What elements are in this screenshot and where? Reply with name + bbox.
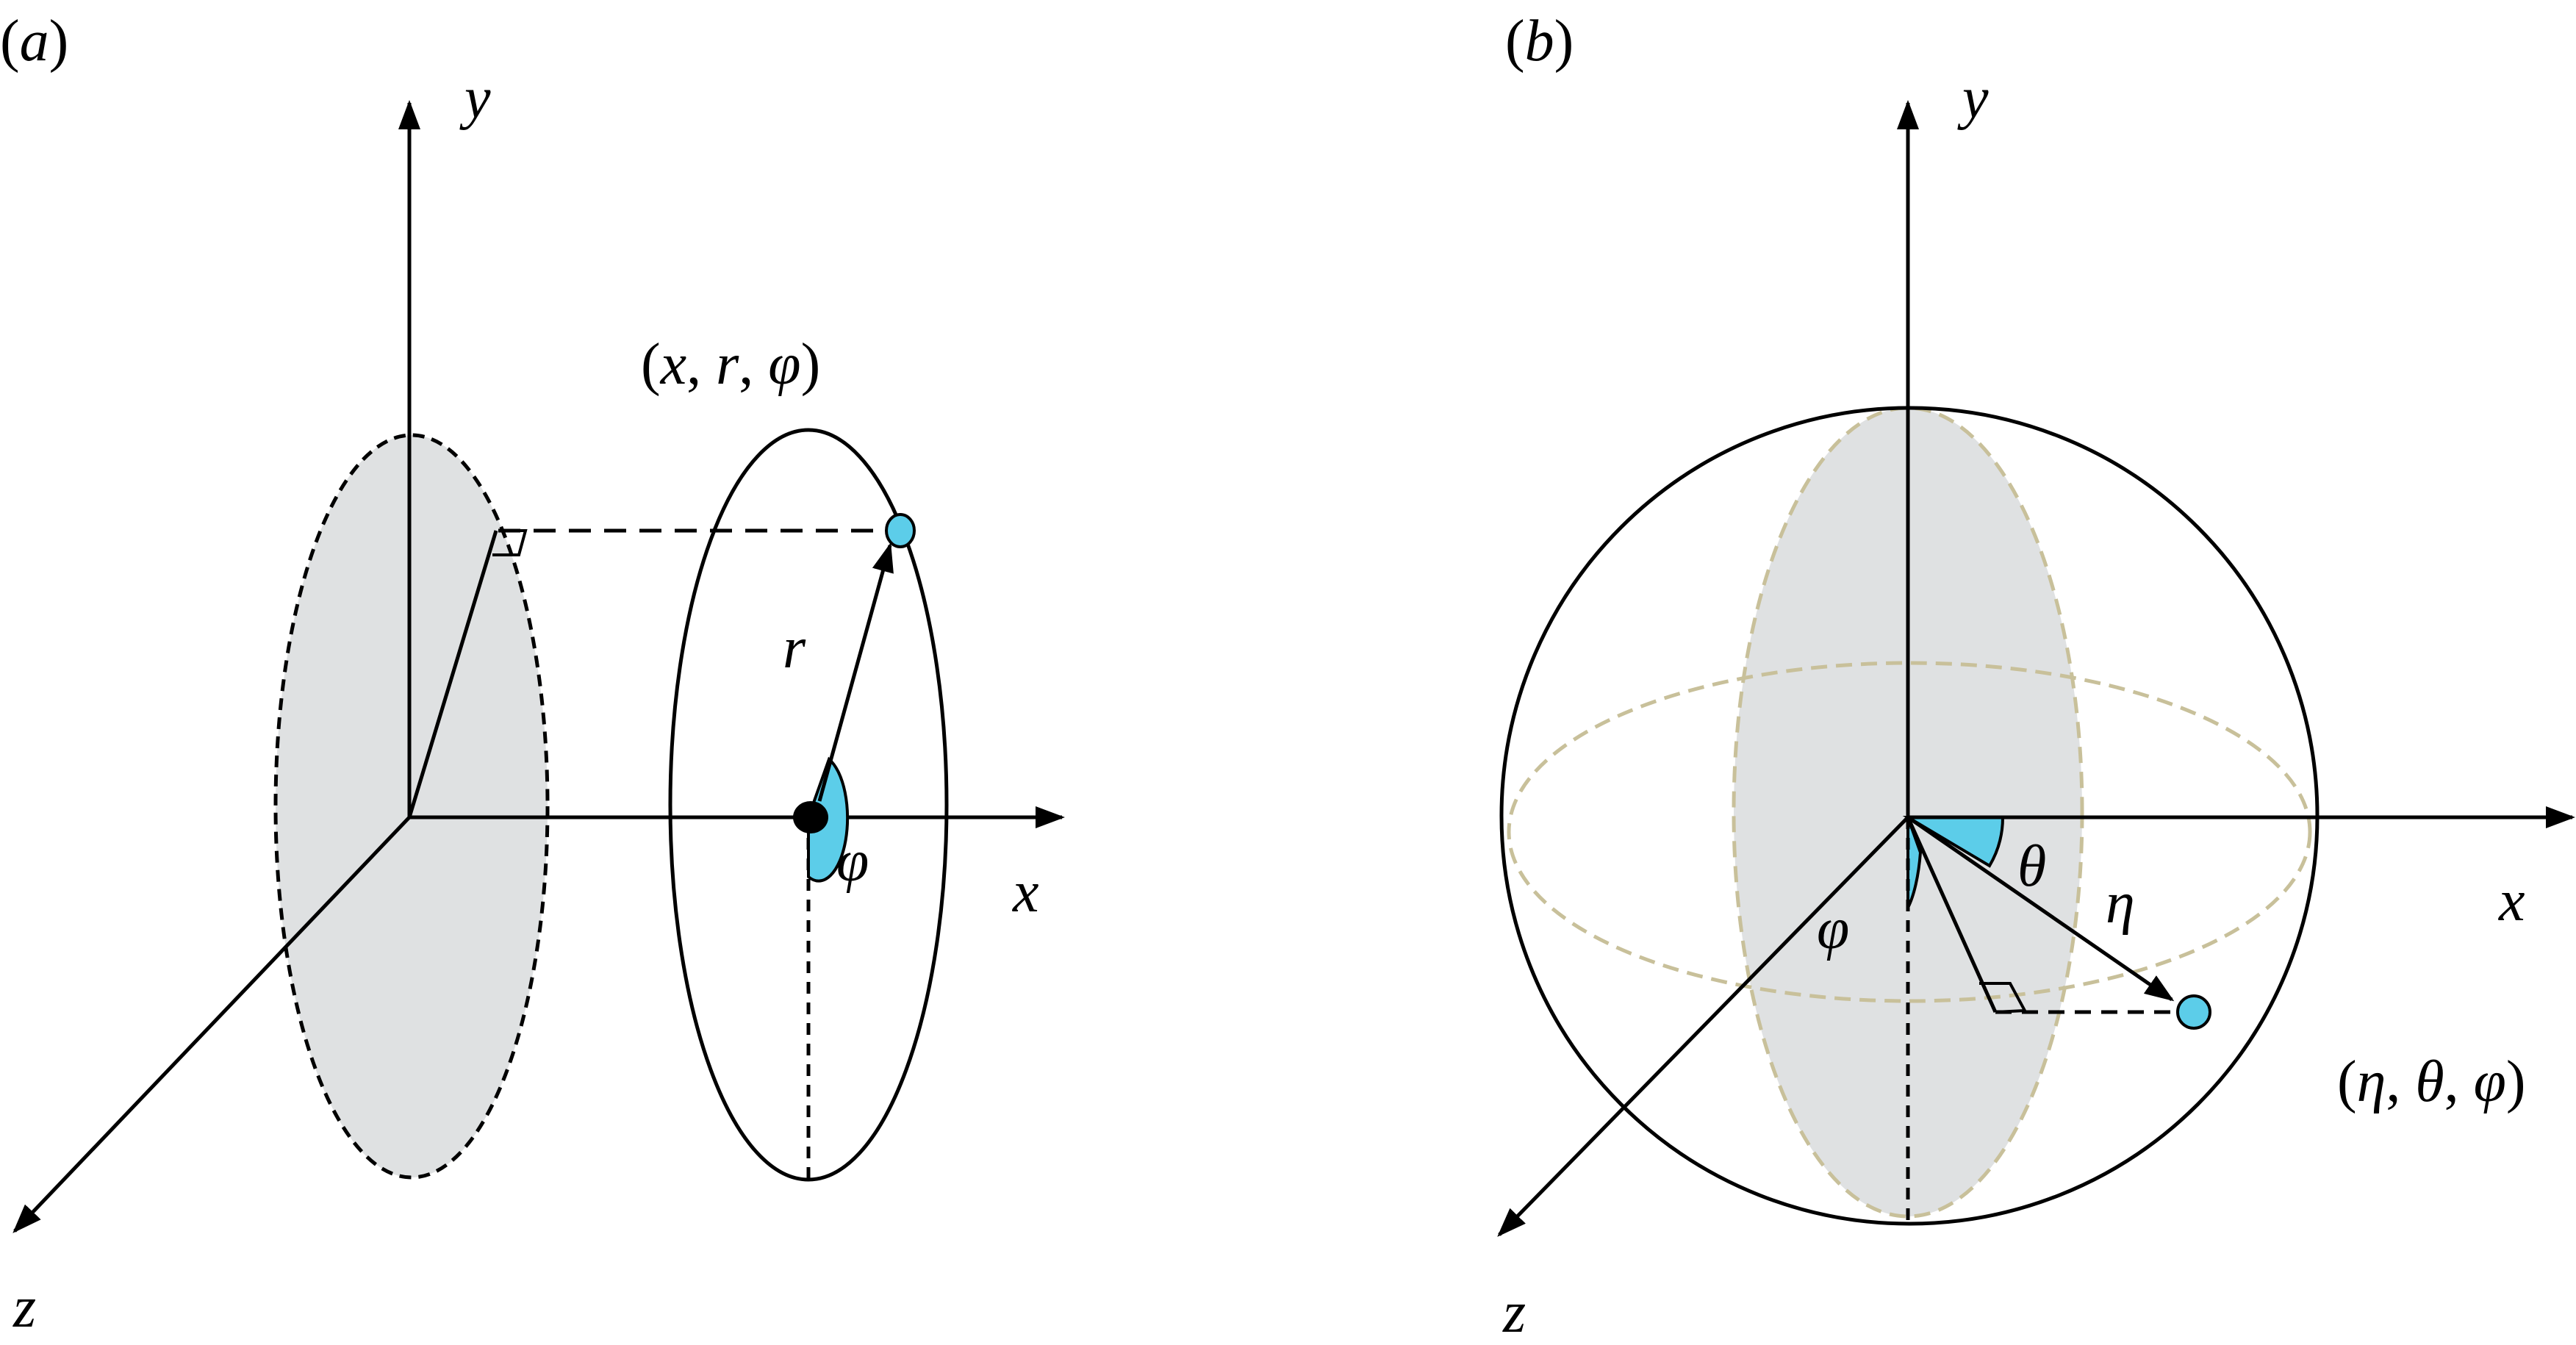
panel-b-eta-label: η <box>2106 871 2135 936</box>
panel-a-x-label: x <box>1012 860 1039 925</box>
panel-a-point <box>885 513 916 548</box>
panel-a-radius-label: r <box>783 616 806 681</box>
panel-a-z-axis <box>12 816 411 1233</box>
panel-b-x-label: x <box>2498 869 2525 933</box>
panel-a-tag: (a) <box>0 9 68 73</box>
panel-a-projected-radius <box>407 530 498 818</box>
panel-b-point-coordinates: (η, θ, φ) <box>2337 1050 2526 1114</box>
panel-b-z-label: z <box>1502 1280 1526 1345</box>
panel-b-tag: (b) <box>1505 9 1574 73</box>
panel-a-y-label: y <box>459 66 491 131</box>
panel-a-center-point <box>793 801 828 833</box>
panel-a-angle-label: φ <box>836 829 869 894</box>
panel-b-point <box>2176 994 2211 1030</box>
panel-b-theta-label: θ <box>2017 834 2046 899</box>
panel-a: (a) y x z (x, r, φ) r φ <box>0 9 1066 1340</box>
panel-a-point-coordinates: (x, r, φ) <box>641 332 820 397</box>
panel-b-eta-vector <box>1906 815 2175 1002</box>
panel-b-equator-ellipse <box>1507 661 2312 1003</box>
panel-a-radius-vector <box>817 542 894 802</box>
panel-b-phi-label: φ <box>1817 897 1849 961</box>
panel-b: (b) y x z θ η φ (η, θ, φ) <box>1497 9 2576 1345</box>
panel-b-y-label: y <box>1957 66 1989 131</box>
panel-a-cross-section-circle <box>668 428 949 1182</box>
panel-b-projection-line <box>1906 816 1998 1014</box>
panel-a-z-label: z <box>12 1275 36 1340</box>
panel-b-z-axis <box>1497 816 1909 1237</box>
